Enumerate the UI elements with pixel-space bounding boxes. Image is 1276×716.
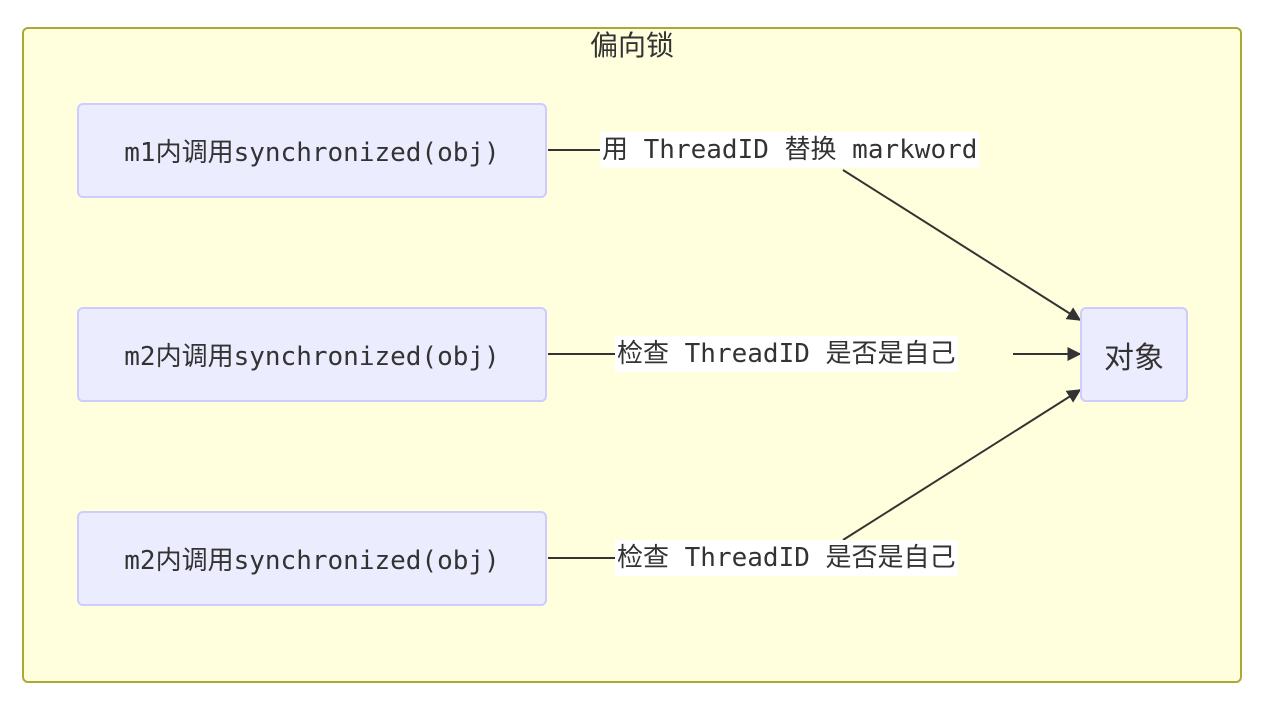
edge-m2b-to-target: [548, 390, 1080, 559]
edge-m1-to-target: [548, 149, 1080, 320]
node-m1: m1内调用synchronized(obj): [77, 103, 547, 198]
edge-label-check-threadid-1: 检查 ThreadID 是否是自己: [615, 336, 958, 372]
edge-label-replace-markword: 用 ThreadID 替换 markword: [600, 132, 980, 168]
node-m2-first: m2内调用synchronized(obj): [77, 307, 547, 402]
cluster-title: 偏向锁: [589, 29, 674, 62]
edge-label-check-threadid-2: 检查 ThreadID 是否是自己: [615, 540, 958, 576]
node-m2-second: m2内调用synchronized(obj): [77, 511, 547, 606]
node-object: 对象: [1080, 307, 1188, 402]
